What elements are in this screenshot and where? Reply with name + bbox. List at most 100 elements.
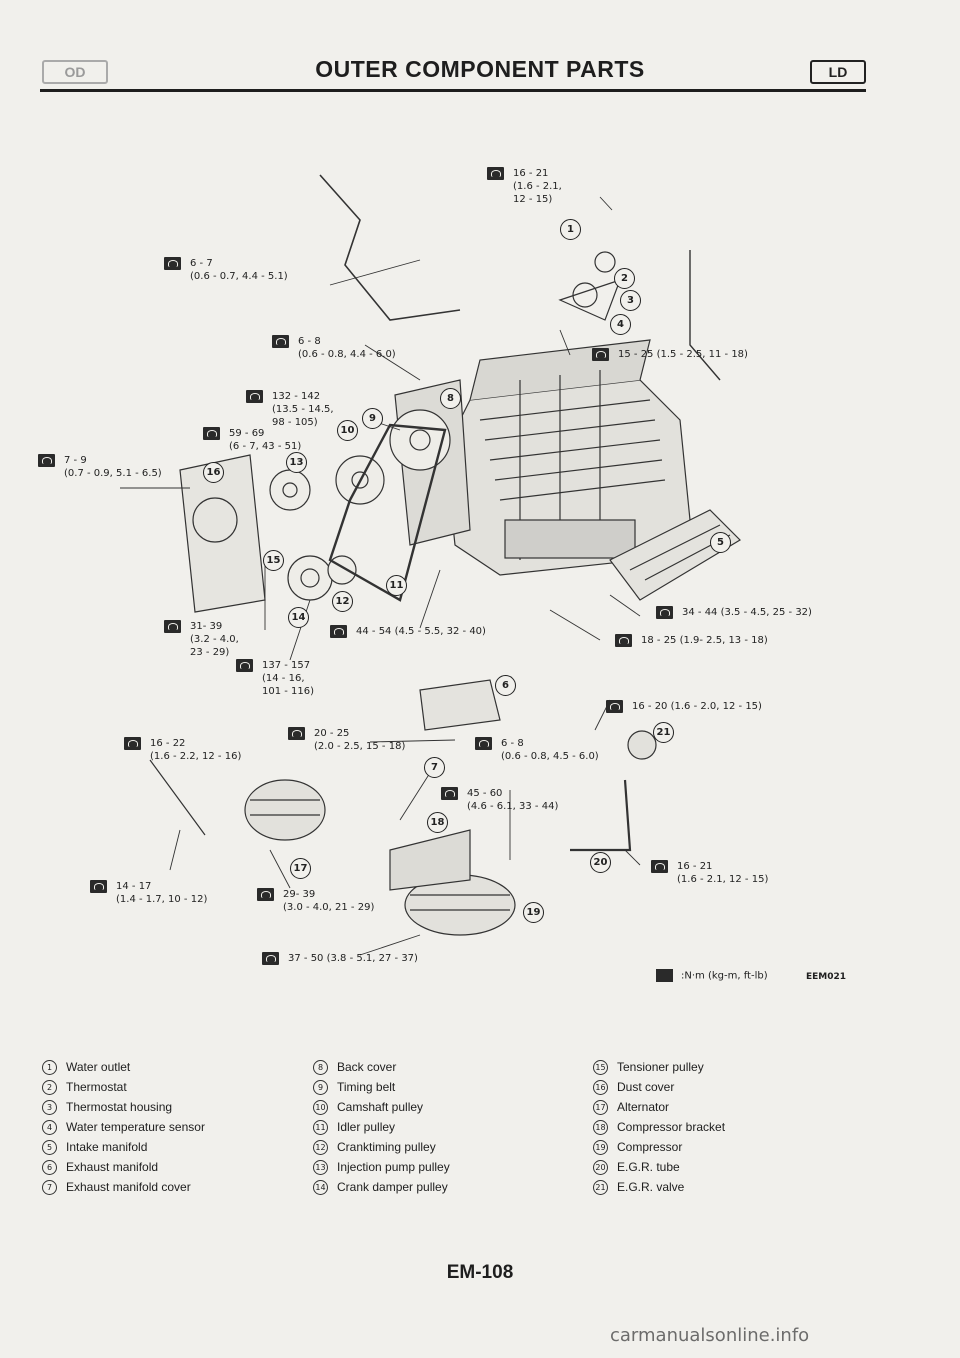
callout-15: 15 — [263, 550, 284, 571]
torque-spec: 6 - 8 (0.6 - 0.8, 4.5 - 6.0) — [475, 737, 599, 763]
torque-spec: 31- 39 (3.2 - 4.0, 23 - 29) — [164, 620, 239, 659]
torque-wrench-icon — [615, 634, 632, 647]
thermostat-assembly — [558, 251, 622, 321]
torque-wrench-icon — [257, 888, 274, 901]
callout-8: 8 — [440, 388, 461, 409]
torque-wrench-icon — [90, 880, 107, 893]
callout-21: 21 — [653, 722, 674, 743]
torque-wrench-icon — [330, 625, 347, 638]
exhaust-manifold — [419, 679, 501, 731]
torque-spec: 16 - 20 (1.6 - 2.0, 12 - 15) — [606, 700, 762, 713]
torque-spec: 59 - 69 (6 - 7, 43 - 51) — [203, 427, 301, 453]
callout-6: 6 — [495, 675, 516, 696]
callout-1: 1 — [560, 219, 581, 240]
egr-valve-drawing — [627, 730, 657, 760]
torque-wrench-icon — [592, 348, 609, 361]
torque-spec: 29- 39 (3.0 - 4.0, 21 - 29) — [257, 888, 374, 914]
torque-spec: 6 - 7 (0.6 - 0.7, 4.4 - 5.1) — [164, 257, 288, 283]
torque-wrench-icon — [606, 700, 623, 713]
torque-wrench-icon — [203, 427, 220, 440]
torque-spec: 37 - 50 (3.8 - 5.1, 27 - 37) — [262, 952, 418, 965]
leader-lines — [120, 196, 641, 956]
torque-spec: 18 - 25 (1.9- 2.5, 13 - 18) — [615, 634, 768, 647]
callout-5: 5 — [710, 532, 731, 553]
torque-wrench-icon — [262, 952, 279, 965]
callout-13: 13 — [286, 452, 307, 473]
engine-badge: LD — [810, 60, 866, 84]
dipstick — [689, 250, 721, 381]
torque-spec: 44 - 54 (4.5 - 5.5, 32 - 40) — [330, 625, 486, 638]
egr-tube — [570, 779, 632, 852]
figure-id: EEM021 — [806, 972, 847, 982]
torque-wrench-icon — [164, 620, 181, 633]
alternator-drawing — [149, 759, 326, 841]
intake-manifold — [609, 509, 741, 601]
page-title: OUTER COMPONENT PARTS — [315, 56, 645, 82]
torque-spec: 6 - 8 (0.6 - 0.8, 4.4 - 6.0) — [272, 335, 396, 361]
page-number: EM-108 — [446, 1262, 514, 1283]
torque-wrench-icon — [656, 969, 673, 982]
section-badge-left: OD — [42, 60, 108, 84]
timing-belt — [328, 423, 447, 602]
torque-spec: 7 - 9 (0.7 - 0.9, 5.1 - 6.5) — [38, 454, 162, 480]
torque-wrench-icon — [164, 257, 181, 270]
torque-wrench-icon — [272, 335, 289, 348]
torque-spec: 132 - 142 (13.5 - 14.5, 98 - 105) — [246, 390, 334, 429]
callout-3: 3 — [620, 290, 641, 311]
torque-wrench-icon — [651, 860, 668, 873]
callout-7: 7 — [424, 757, 445, 778]
torque-spec: 137 - 157 (14 - 16, 101 - 116) — [236, 659, 314, 698]
callout-16: 16 — [203, 462, 224, 483]
callout-10: 10 — [337, 420, 358, 441]
torque-wrench-icon — [124, 737, 141, 750]
torque-spec: 45 - 60 (4.6 - 6.1, 33 - 44) — [441, 787, 558, 813]
callout-18: 18 — [427, 812, 448, 833]
engine-exploded-diagram — [120, 174, 741, 956]
torque-wrench-icon — [656, 606, 673, 619]
torque-wrench-icon — [487, 167, 504, 180]
callout-12: 12 — [332, 591, 353, 612]
callout-19: 19 — [523, 902, 544, 923]
torque-wrench-icon — [441, 787, 458, 800]
torque-wrench-icon — [236, 659, 253, 672]
torque-unit-note: :N·m (kg-m, ft-lb) — [656, 969, 768, 982]
torque-wrench-icon — [288, 727, 305, 740]
oil-pipe — [319, 174, 461, 321]
callout-17: 17 — [290, 858, 311, 879]
torque-spec: 16 - 22 (1.6 - 2.2, 12 - 16) — [124, 737, 241, 763]
torque-wrench-icon — [246, 390, 263, 403]
callout-14: 14 — [288, 607, 309, 628]
callout-4: 4 — [610, 314, 631, 335]
torque-wrench-icon — [475, 737, 492, 750]
torque-wrench-icon — [38, 454, 55, 467]
torque-spec: 16 - 21 (1.6 - 2.1, 12 - 15) — [487, 167, 562, 206]
callout-20: 20 — [590, 852, 611, 873]
watermark: carmanualsonline.info — [610, 1325, 810, 1346]
callout-11: 11 — [386, 575, 407, 596]
torque-spec: 20 - 25 (2.0 - 2.5, 15 - 18) — [288, 727, 405, 753]
torque-spec: 14 - 17 (1.4 - 1.7, 10 - 12) — [90, 880, 207, 906]
header-rule — [40, 89, 866, 92]
compressor-drawing — [389, 829, 516, 936]
